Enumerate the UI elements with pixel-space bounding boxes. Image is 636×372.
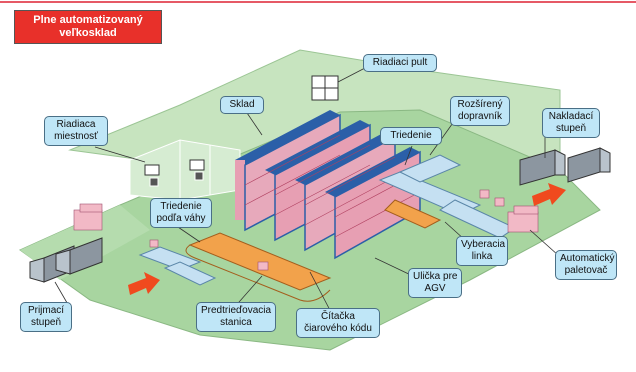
- callout-ulicka-pre-agv: Ulička pre AGV: [408, 268, 462, 298]
- label-citacka-ciaroveho-kodu-1: Čítačka: [321, 311, 355, 322]
- pallets: [73, 189, 539, 271]
- label-triedenie-podla-vahy-2: podľa váhy: [156, 213, 206, 224]
- label-riadiaca-miestnost-2: miestnosť: [54, 131, 98, 142]
- label-rozsireny-dopravnik-2: dopravník: [458, 111, 502, 122]
- label-predtriedovacia-stanica-2: stanica: [220, 317, 252, 328]
- title-line-2: veľkosklad: [59, 27, 117, 39]
- callout-rozsireny-dopravnik: Rozšírený dopravník: [450, 96, 510, 126]
- label-automaticky-paletovac-1: Automatický: [560, 253, 615, 264]
- label-nakladaci-stupen-1: Nakladací: [548, 111, 594, 122]
- callout-triedenie-podla-vahy: Triedenie podľa váhy: [150, 198, 212, 228]
- callout-riadiaca-miestnost: Riadiaca miestnosť: [44, 116, 108, 146]
- label-prijmaci-stupen-2: stupeň: [30, 317, 62, 328]
- callout-prijmaci-stupen: Prijmací stupeň: [20, 302, 72, 332]
- label-vyberacia-linka-1: Vyberacia: [461, 239, 506, 250]
- control-room: [129, 139, 241, 201]
- conveyor-system: [138, 154, 517, 302]
- callout-vyberacia-linka: Vyberacia linka: [456, 236, 508, 266]
- callout-citacka-ciaroveho-kodu: Čítačka čiarového kódu: [296, 308, 380, 338]
- receiving-trucks: [29, 237, 103, 283]
- label-vyberacia-linka-2: linka: [471, 251, 493, 262]
- callout-riadiaci-pult: Riadiaci pult: [363, 54, 437, 72]
- label-rozsireny-dopravnik-1: Rozšírený: [457, 99, 503, 110]
- outbound-arrow: [532, 183, 566, 206]
- title-line-1: Plne automatizovaný: [33, 14, 143, 26]
- callout-sklad: Sklad: [220, 96, 264, 114]
- label-predtriedovacia-stanica-1: Predtrieďovacia: [201, 305, 272, 316]
- label-sklad: Sklad: [229, 99, 255, 110]
- callout-predtriedovacia-stanica: Predtrieďovacia stanica: [196, 302, 276, 332]
- label-ulicka-pre-agv-2: AGV: [424, 283, 446, 294]
- callout-triedenie: Triedenie: [380, 127, 442, 145]
- loading-trucks: [519, 147, 611, 186]
- control-pult: [311, 75, 339, 101]
- label-triedenie: Triedenie: [390, 130, 432, 141]
- inbound-arrow: [128, 272, 160, 295]
- callout-nakladaci-stupen: Nakladací stupeň: [542, 108, 600, 138]
- label-citacka-ciaroveho-kodu-2: čiarového kódu: [304, 323, 372, 334]
- label-ulicka-pre-agv-1: Ulička pre: [413, 271, 458, 282]
- label-automaticky-paletovac-2: paletovač: [564, 265, 608, 276]
- callout-automaticky-paletovac: Automatický paletovač: [555, 250, 617, 280]
- label-nakladaci-stupen-2: stupeň: [555, 123, 587, 134]
- label-triedenie-podla-vahy-1: Triedenie: [160, 201, 202, 212]
- label-riadiaci-pult: Riadiaci pult: [372, 57, 428, 68]
- diagram-title: Plne automatizovaný veľkosklad: [14, 10, 162, 44]
- label-riadiaca-miestnost-1: Riadiaca: [56, 119, 96, 130]
- label-prijmaci-stupen-1: Prijmací: [27, 305, 65, 316]
